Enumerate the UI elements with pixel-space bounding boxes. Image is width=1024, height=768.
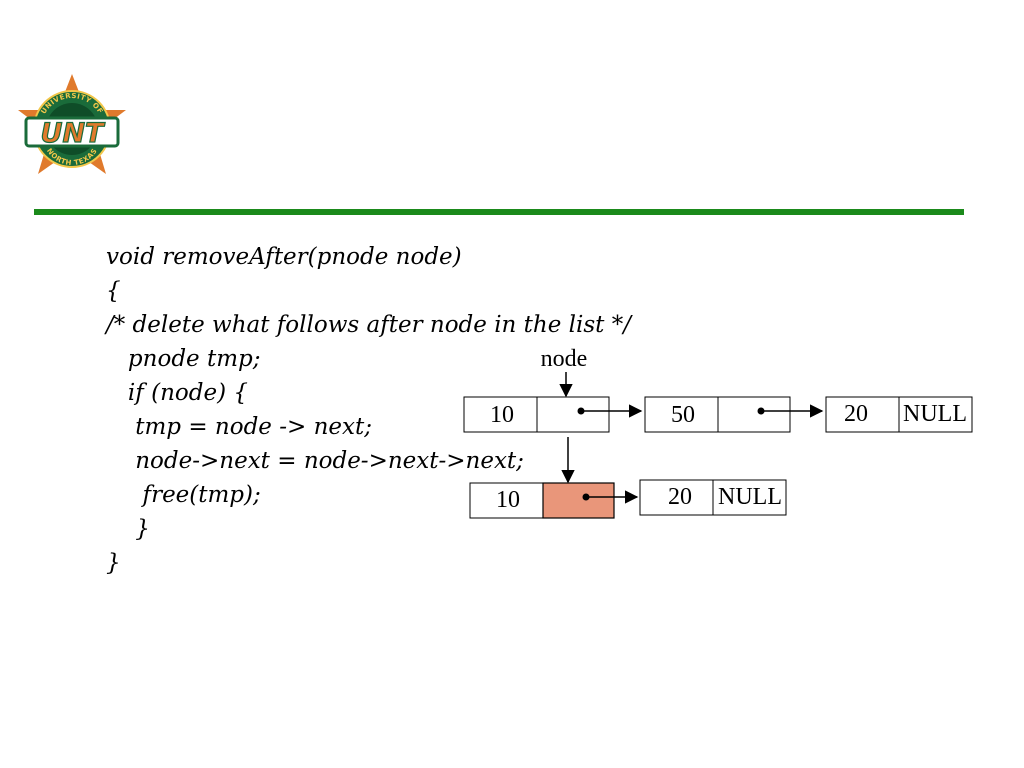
after-node-1-value: 10 — [496, 487, 520, 513]
unt-logo: UNIVERSITY OF NORTH TEXAS UNT — [18, 74, 126, 174]
after-node-2-next-cell — [712, 479, 787, 516]
node-pointer-label: node — [541, 346, 588, 372]
before-node-2-next-cell — [717, 396, 791, 433]
before-node-3: 20 NULL — [825, 396, 973, 433]
before-node-1-next-cell — [536, 396, 610, 433]
code-line: } — [106, 550, 121, 576]
code-line: { — [106, 278, 121, 304]
unt-star-logo-icon: UNIVERSITY OF NORTH TEXAS UNT — [18, 74, 126, 174]
before-node-3-next-cell — [898, 396, 973, 433]
before-node-1: 10 — [463, 396, 643, 433]
after-node-2-value: 20 — [668, 484, 692, 510]
code-line: if (node) { — [106, 380, 248, 406]
title-divider — [34, 209, 964, 215]
after-node-2: 20 NULL — [639, 479, 787, 516]
code-line: } — [106, 516, 150, 542]
before-node-1-value: 10 — [490, 402, 514, 428]
before-node-2: 50 — [644, 396, 824, 433]
after-node-1: 10 — [469, 482, 639, 519]
before-node-2-value: 50 — [671, 402, 695, 428]
before-node-3-null: NULL — [903, 401, 967, 427]
logo-text: UNT — [41, 118, 107, 149]
code-line: free(tmp); — [106, 482, 261, 508]
code-line: node->next = node->next->next; — [106, 448, 524, 474]
code-line: void removeAfter(pnode node) — [106, 244, 462, 270]
before-node-3-value: 20 — [844, 401, 868, 427]
code-line: /* delete what follows after node in the… — [106, 312, 631, 338]
after-node-1-freed-cell — [542, 482, 615, 519]
code-line: tmp = node -> next; — [106, 414, 372, 440]
code-line: pnode tmp; — [106, 346, 261, 372]
after-node-2-null: NULL — [718, 484, 782, 510]
